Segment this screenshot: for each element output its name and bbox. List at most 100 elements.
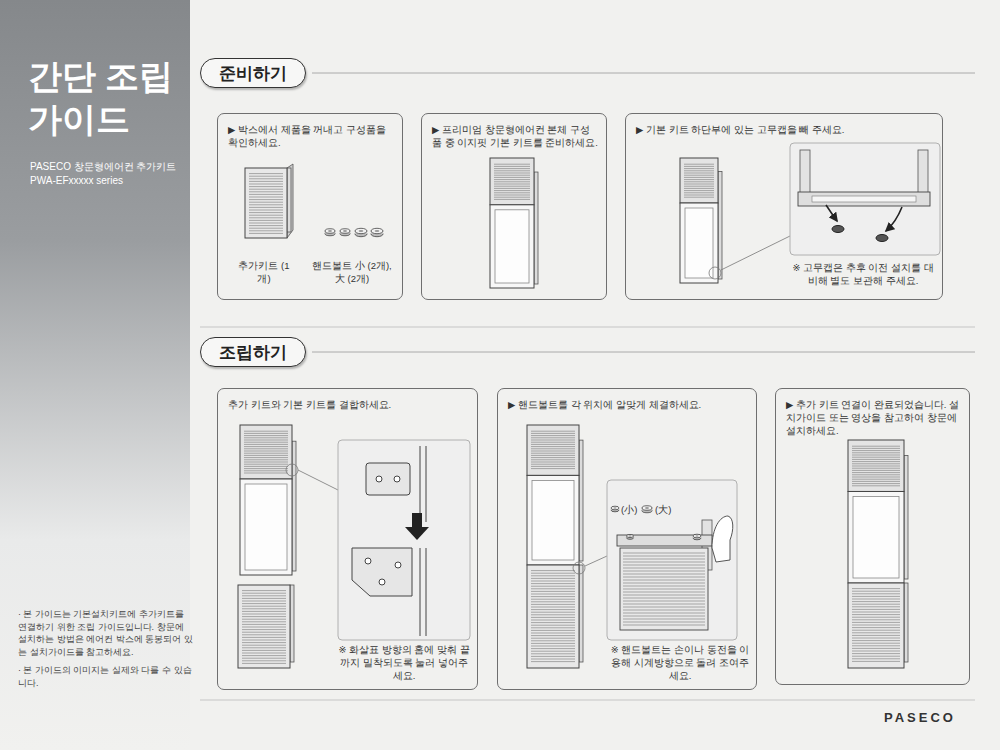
louver-line [623,607,705,608]
louver-line [852,474,900,475]
louver-line [249,225,283,226]
louver-line [531,661,575,662]
louver-line [531,640,575,641]
louver-line [623,574,705,575]
louver-line [249,199,283,200]
louver-line [531,573,575,574]
kit-frame [527,475,579,565]
screw [395,562,401,568]
kit-inner [685,208,713,278]
louver-line [531,627,575,628]
push-arrow-shaft [412,513,422,527]
louver-line [494,188,530,189]
louver-line [852,609,900,610]
louver-line [249,189,283,190]
louver-line [531,570,575,571]
louver-line [242,627,286,628]
screw [365,558,371,564]
louver-line [531,594,575,595]
louver-line [494,197,530,198]
louver-line [852,448,900,449]
hand-bolt [627,534,634,539]
basic-kit [680,158,722,283]
louver-line [249,204,283,205]
kit-inner [853,496,899,578]
louver-line [531,609,575,610]
louver-line [242,608,286,609]
louver-line [494,173,530,174]
kit-inner [495,210,529,283]
brand-logo: PASECO [884,709,984,727]
bolt-top [693,534,701,538]
extension-body [527,565,579,668]
louver-line [852,606,900,607]
louver-line [531,635,575,636]
profile-edge [426,548,427,636]
louver-line [852,622,900,623]
louver-line [494,190,530,191]
bottom-rail [798,192,930,206]
note: · 본 가이드의 이미지는 실제와 다를 수 있습니다. [18,664,193,689]
louver-line [852,591,900,592]
detail-marker [709,267,721,279]
louver-line [531,468,575,469]
louver-line [531,442,575,443]
bolt-knob [613,507,616,508]
kit-inner [245,484,287,570]
louver-line [623,565,705,566]
louver-line [684,164,714,165]
louver-line [242,590,286,591]
louver-line [852,463,900,464]
step-instruction: ▶ 추가 키트 연결이 완료되었습니다. 설치가이드 또는 영상을 참고하여 창… [786,399,961,437]
louver-line [494,199,530,200]
profile-edge [426,446,427,522]
louver-line [684,177,714,178]
louver-line [244,459,288,460]
bolt-knob [629,535,632,536]
profile-edge [420,548,421,636]
louver-line [242,645,286,646]
extension-rail [290,585,294,662]
section-rule [312,352,975,353]
step-note: 추가키트 (1개) [234,260,294,286]
extension-kit [238,585,294,668]
hand [712,516,733,562]
louver-line [852,479,900,480]
kit-top [848,440,904,491]
louver-line [531,651,575,652]
louver-line [531,622,575,623]
louver-line [531,440,575,441]
bolt-knob [695,535,698,536]
extension-rail [904,583,908,662]
louver-line [623,625,705,626]
louver-line [531,656,575,657]
louver-line [531,464,575,465]
basic-kit [848,440,908,583]
louver-line [623,577,705,578]
louver-line [531,444,575,445]
louver-line [249,194,283,195]
louver-line [244,468,288,469]
bolt-top [355,228,367,233]
louver-line [684,184,714,185]
kit-rail [904,455,908,579]
louver-line [242,647,286,648]
louver-line [852,485,900,486]
kit-frame [240,479,292,575]
louver-line [242,619,286,620]
step-note: 핸드볼트 小 (2개), 大 (2개) [306,260,398,286]
louver-line [531,648,575,649]
louver-line [852,614,900,615]
louver-line [249,215,283,216]
extension-body [245,168,287,238]
louver-line [684,179,714,180]
kit-frame [680,203,718,283]
louver-line [531,633,575,634]
bolt-knob [328,230,332,232]
louver-line [494,181,530,182]
louver-line [531,588,575,589]
louver-line [852,661,900,662]
louver-line [852,653,900,654]
step-panel: ▶ 핸드볼트를 각 위치에 알맞게 체결하세요.(小)(大)※ 핸드볼트는 손이… [497,388,757,690]
bolt-top [611,506,619,510]
